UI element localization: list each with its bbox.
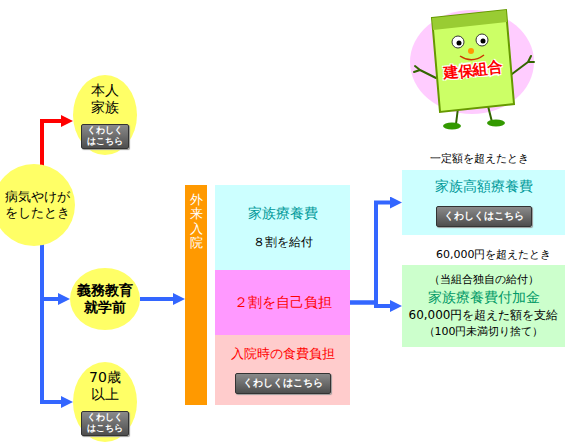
- button-label: くわしく はこちら: [85, 125, 125, 148]
- node-title: 入院時の食費負担: [231, 346, 335, 362]
- node-title: 家族療養費: [248, 205, 318, 223]
- node-title: 70歳 以上: [88, 369, 122, 404]
- node-text: 家族療養費付加金: [428, 289, 540, 307]
- flow-arrow: [42, 244, 67, 402]
- condition-note: 一定額を超えたとき: [430, 151, 529, 166]
- node-text: 60,000円を超えた額を支給: [409, 308, 559, 323]
- condition-note: 60,000円を超えたとき: [436, 247, 552, 262]
- flow-arrow: [350, 203, 396, 303]
- event-circle: 病気やけが をしたとき: [0, 164, 75, 246]
- node-title: （当組合独自の給付）: [429, 273, 539, 287]
- flow-arrow: [42, 121, 67, 166]
- visit-bar: 外来・入院: [185, 185, 207, 405]
- detail-button: くわしく はこちら: [81, 124, 129, 149]
- meal-cost-box: 入院時の食費負担くわしくはこちら: [215, 335, 350, 405]
- detail-button: くわしくはこちら: [235, 373, 331, 394]
- detail-button: くわしくはこちら: [436, 206, 532, 227]
- detail-button: くわしく はこちら: [81, 411, 129, 436]
- copay-box: ２割を自己負担: [215, 270, 350, 335]
- node-title: 外来・入院: [190, 193, 203, 250]
- button-label: くわしく はこちら: [85, 412, 125, 435]
- node-text: ８割を給付: [253, 235, 313, 250]
- high-cost-box: 家族高額療養費くわしくはこちら: [402, 170, 565, 235]
- supplement-box: （当組合独自の給付） 家族療養費付加金60,000円を超えた額を支給 （100円未満…: [402, 265, 565, 347]
- node-title: 病気やけが をしたとき: [4, 189, 70, 222]
- benefit-box: 家族療養費 ８割を給付: [215, 185, 350, 270]
- node-text: （100円未満切り捨て）: [424, 325, 544, 339]
- flow-arrow: [350, 303, 396, 307]
- node-title: 家族高額療養費: [435, 178, 533, 196]
- group-circle: 70歳 以上くわしく はこちら: [73, 362, 137, 442]
- node-title: 義務教育 就学前: [76, 282, 134, 317]
- flow-arrow: [42, 244, 64, 299]
- node-title: 本人 家族: [90, 82, 120, 117]
- group-circle: 義務教育 就学前: [70, 268, 140, 330]
- node-title: ２割を自己負担: [234, 294, 332, 312]
- button-label: くわしくはこちら: [444, 210, 524, 223]
- button-label: くわしくはこちら: [243, 377, 323, 390]
- flow-arrow: [140, 297, 179, 301]
- group-circle: 本人 家族くわしく はこちら: [73, 75, 137, 155]
